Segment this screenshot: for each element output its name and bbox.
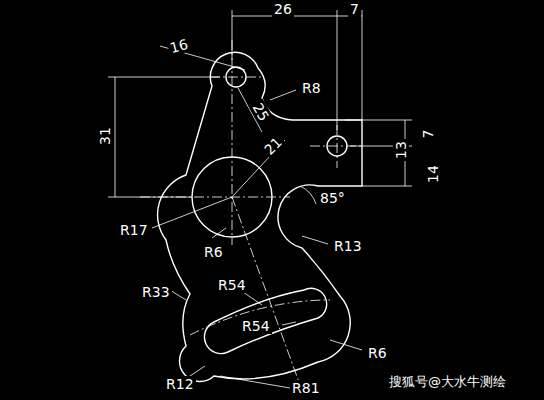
dimension-text: 7 bbox=[420, 128, 436, 141]
dimension-text: R6 bbox=[366, 345, 389, 361]
dimension-text: 25 bbox=[249, 99, 274, 126]
dimension-text: R17 bbox=[118, 222, 150, 238]
arc-slot bbox=[204, 288, 326, 353]
dimension-text: 16 bbox=[166, 35, 191, 56]
dimension-text: 31 bbox=[97, 125, 113, 147]
dimension-text: 14 bbox=[425, 163, 441, 185]
dimension-text: 13 bbox=[393, 139, 409, 161]
dimension-text: R54 bbox=[216, 277, 248, 293]
dimension-text: R12 bbox=[164, 376, 196, 392]
dimension-text: R13 bbox=[332, 238, 364, 254]
dimension-text: R8 bbox=[300, 80, 323, 96]
dimension-text: 7 bbox=[348, 1, 361, 17]
outer-contour bbox=[158, 52, 362, 381]
dimension-text: R6 bbox=[202, 244, 225, 260]
dimension-text: R81 bbox=[290, 380, 322, 396]
dimension-text: R54 bbox=[240, 318, 272, 334]
dimension-text: 85° bbox=[318, 190, 347, 206]
dimension-text: 26 bbox=[272, 1, 294, 17]
watermark: 搜狐号@大水牛测绘 bbox=[387, 374, 508, 389]
dimension-text: 21 bbox=[260, 133, 287, 160]
dimension-text: R33 bbox=[140, 284, 172, 300]
